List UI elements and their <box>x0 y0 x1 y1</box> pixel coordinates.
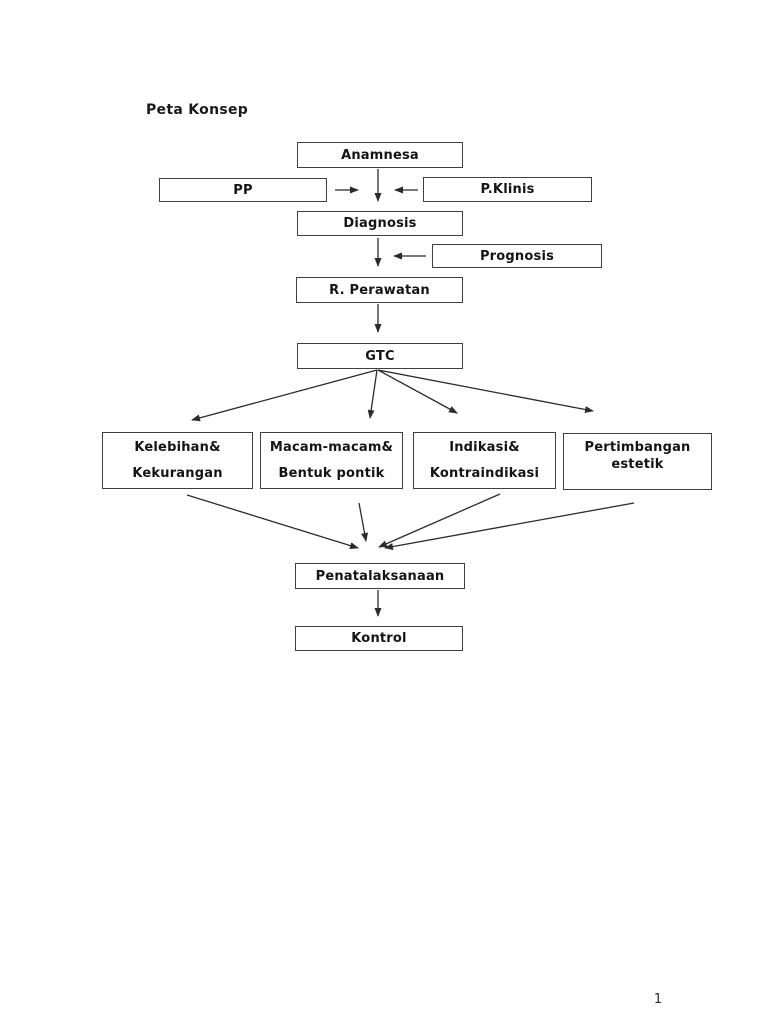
page-number: 1 <box>653 992 663 1007</box>
arrow-macam-to-penatalaksanaan <box>358 502 368 542</box>
arrow-gtc-to-indikasi <box>377 369 458 414</box>
arrow-kelebihan-to-penatalaksanaan <box>186 494 359 549</box>
node-rperawatan: R. Perawatan <box>296 277 463 303</box>
arrow-pertimbangan-to-penatalaksanaan <box>384 502 635 551</box>
node-kelebihan-kekurangan: Kelebihan& Kekurangan <box>102 432 253 489</box>
arrow-gtc-to-pertimbangan <box>377 369 594 413</box>
node-pklinis: P.Klinis <box>423 177 592 202</box>
node-indikasi-kontraindikasi: Indikasi& Kontraindikasi <box>413 432 556 489</box>
page-title: Peta Konsep <box>146 102 249 118</box>
node-pertimbangan-estetik: Pertimbangan estetik <box>563 433 712 490</box>
node-anamnesa: Anamnesa <box>297 142 463 168</box>
node-penatalaksanaan: Penatalaksanaan <box>295 563 465 589</box>
node-kontrol: Kontrol <box>295 626 463 651</box>
arrow-gtc-to-macam <box>367 369 378 419</box>
node-prognosis: Prognosis <box>432 244 602 268</box>
node-pp: PP <box>159 178 327 202</box>
node-diagnosis: Diagnosis <box>297 211 463 236</box>
node-macam-bentuk-pontik: Macam-macam& Bentuk pontik <box>260 432 403 489</box>
node-gtc: GTC <box>297 343 463 369</box>
arrow-gtc-to-kelebihan <box>191 369 378 422</box>
arrow-indikasi-to-penatalaksanaan <box>378 493 501 548</box>
